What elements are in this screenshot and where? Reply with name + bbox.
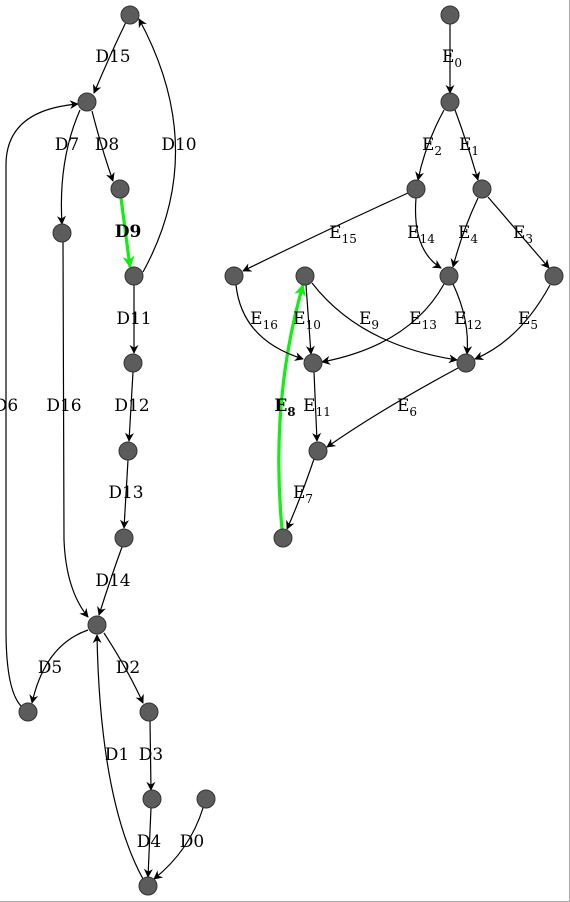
- edge-e2: [415, 109, 445, 181]
- graph-node: [18, 702, 38, 722]
- edge-d4: [143, 807, 153, 878]
- edge-e1: [454, 109, 481, 181]
- edge-d8: [91, 110, 115, 182]
- graph-node: [303, 353, 323, 373]
- graph-node: [123, 353, 143, 373]
- graph-node: [439, 266, 459, 286]
- graph-node: [114, 528, 134, 548]
- edge-e11: [312, 371, 322, 442]
- edge-d3: [146, 720, 156, 791]
- edge-label-e15: E15: [329, 223, 357, 246]
- edge-d6: [5, 100, 79, 707]
- edge-label-d2: D2: [116, 658, 140, 678]
- edge-d14: [97, 546, 123, 616]
- edge-label-d7: D7: [55, 135, 79, 155]
- graph-node: [406, 179, 426, 199]
- edge-label-d14: D14: [95, 571, 130, 591]
- edge-label-d16: D16: [46, 396, 81, 416]
- edge-label-d3: D3: [139, 745, 163, 765]
- edge-e13: [321, 283, 445, 365]
- edge-e14: [414, 197, 442, 269]
- graph-node: [440, 92, 460, 112]
- edge-d13: [119, 459, 129, 529]
- graph-node: [52, 223, 72, 243]
- graph-node: [308, 441, 328, 461]
- edge-e6: [326, 367, 459, 448]
- graph-node: [120, 5, 140, 25]
- graph-node: [118, 441, 138, 461]
- edge-d0: [153, 807, 204, 880]
- edge-label-d11: D11: [116, 309, 151, 329]
- edge-label-d0: D0: [180, 832, 204, 852]
- edge-d10: [138, 18, 177, 273]
- edge-label-e0: E0: [442, 47, 462, 70]
- edge-d16: [62, 241, 89, 618]
- edge-d5: [29, 629, 89, 704]
- edge-d1: [92, 634, 144, 880]
- edge-label-e11: E11: [303, 396, 331, 419]
- graph-node: [110, 179, 130, 199]
- graph-node: [77, 92, 97, 112]
- edge-label-d6: D6: [0, 396, 18, 416]
- edge-label-d1: D1: [105, 745, 129, 765]
- edge-label-e14: E14: [407, 223, 435, 246]
- edge-d15: [92, 21, 127, 94]
- edge-label-e12: E12: [454, 309, 482, 332]
- edge-label-e6: E6: [397, 396, 417, 419]
- edge-d12: [124, 371, 134, 442]
- edge-e8: [277, 283, 306, 530]
- edges-layer: [5, 18, 551, 880]
- edge-label-e10: E10: [293, 309, 321, 332]
- edge-label-e1: E1: [459, 135, 479, 158]
- graph-node: [196, 789, 216, 809]
- graph-node: [456, 353, 476, 373]
- graph-node: [224, 266, 244, 286]
- graph-node: [142, 789, 162, 809]
- edge-label-e13: E13: [409, 309, 437, 332]
- edge-label-e16: E16: [250, 309, 278, 332]
- edge-d9: [119, 197, 135, 269]
- edge-e9: [311, 282, 458, 364]
- edge-label-d10: D10: [161, 135, 196, 155]
- graph-node: [87, 615, 107, 635]
- edge-e5: [474, 284, 551, 360]
- graph-node: [440, 5, 460, 25]
- edge-label-e7: E7: [293, 483, 313, 506]
- graph-node: [273, 528, 293, 548]
- edge-e15: [242, 192, 409, 272]
- edge-d2: [103, 632, 144, 704]
- graph-node: [124, 266, 144, 286]
- edge-d7: [57, 109, 81, 225]
- edge-label-d9: D9: [115, 222, 142, 242]
- graph-node: [472, 179, 492, 199]
- edge-e4: [450, 197, 479, 268]
- graph-node: [139, 702, 159, 722]
- edge-e7: [286, 458, 315, 530]
- edge-label-e9: E9: [359, 309, 379, 332]
- nodes-layer: [18, 5, 564, 896]
- edge-label-d12: D12: [114, 396, 149, 416]
- edge-label-d8: D8: [95, 135, 119, 155]
- edge-label-d4: D4: [137, 832, 161, 852]
- edge-label-e5: E5: [518, 309, 538, 332]
- edge-e12: [452, 283, 473, 355]
- edge-label-e3: E3: [513, 223, 533, 246]
- edge-label-d5: D5: [38, 658, 62, 678]
- graph-node: [295, 266, 315, 286]
- graph-node: [544, 266, 564, 286]
- edge-e16: [235, 284, 304, 361]
- graph-node: [138, 876, 158, 896]
- edge-e10: [305, 284, 315, 355]
- edge-label-d15: D15: [95, 47, 130, 67]
- edge-label-e2: E2: [422, 135, 442, 158]
- edge-label-e8: E8: [274, 396, 295, 419]
- edge-label-d13: D13: [108, 483, 143, 503]
- edge-label-e4: E4: [458, 223, 478, 246]
- edge-e3: [487, 196, 550, 269]
